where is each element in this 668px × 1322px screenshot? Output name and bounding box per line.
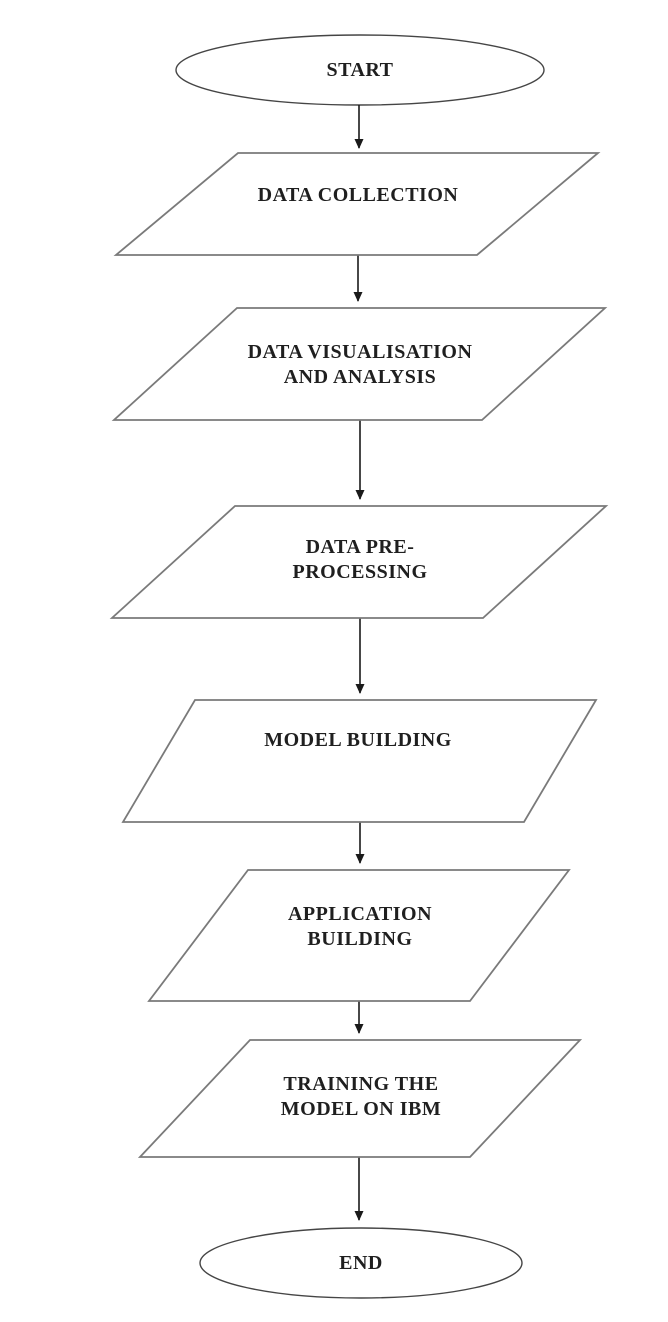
start-node-label: START [326, 58, 394, 81]
training-model-node-label: TRAINING THE MODEL ON IBM [280, 1073, 442, 1120]
application-building-shape [147, 869, 571, 1002]
training-model-shape [137, 1039, 583, 1158]
data-preprocessing-node-label: DATA PRE- PROCESSING [292, 536, 428, 583]
data-collection-node-label: DATA COLLECTION [257, 183, 459, 206]
end-terminator-shape [199, 1227, 523, 1299]
model-building-shape [121, 699, 598, 823]
model-building-node-label: MODEL BUILDING [264, 728, 452, 751]
data-preprocessing-shape [109, 505, 609, 619]
data-collection-shape [113, 152, 601, 256]
end-node-label: END [339, 1251, 383, 1274]
start-terminator-shape [175, 34, 545, 106]
application-building-node-label: APPLICATION BUILDING [287, 903, 433, 950]
data-visualisation-node-label: DATA VISUALISATION AND ANALYSIS [247, 341, 473, 388]
data-visualisation-shape [111, 307, 608, 421]
